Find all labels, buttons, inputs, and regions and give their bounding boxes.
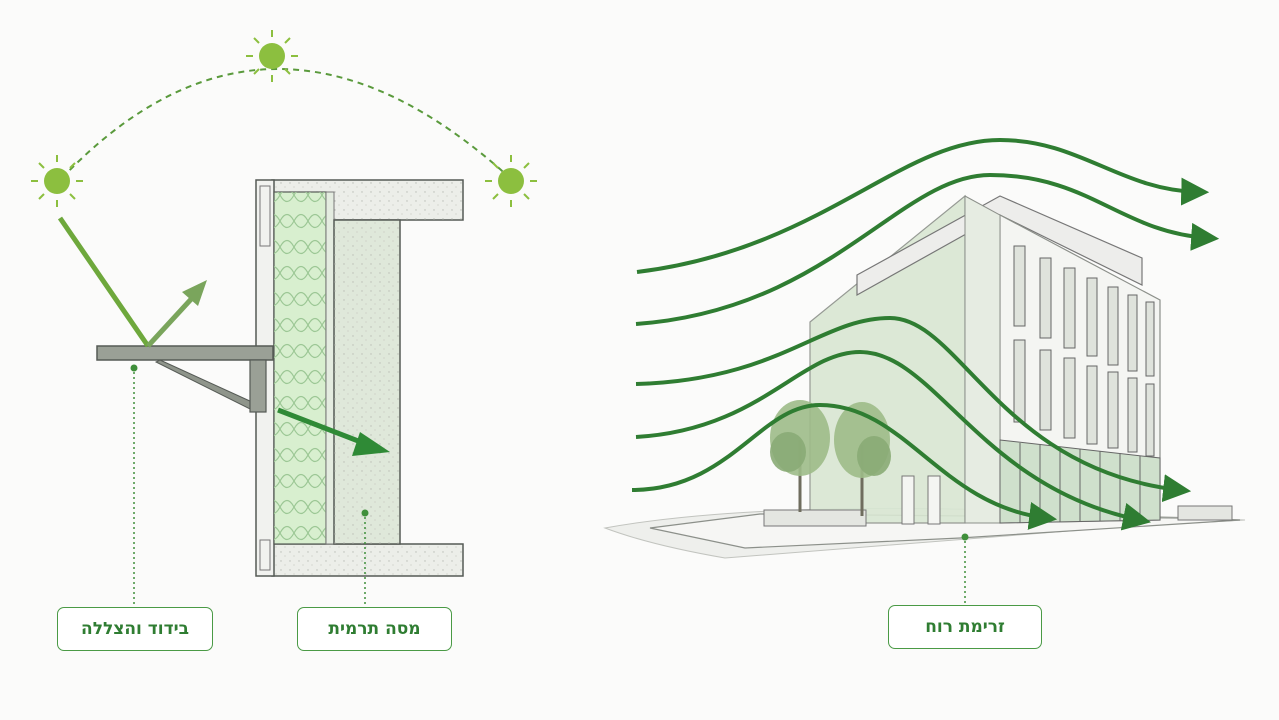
sun-icon (31, 155, 83, 207)
label-insulation-shading: בידוד והצללה (57, 607, 213, 651)
label-thermal-mass: מסה תרמית (297, 607, 452, 651)
leader-line-wind (961, 533, 969, 604)
leader-line-mass (361, 509, 369, 605)
building-illustration (763, 194, 1233, 527)
wind-arrow-icon (631, 402, 1058, 530)
solar-ray (57, 216, 151, 348)
shading-overhang (96, 345, 274, 413)
wind-arrow-icon (635, 315, 1192, 503)
tree-icon (770, 400, 830, 512)
wind-arrow-icon (635, 172, 1220, 326)
sun-icon (485, 155, 537, 207)
wall-section (255, 179, 464, 577)
sun-path (61, 68, 511, 179)
sun-icon (246, 30, 298, 82)
reflected-ray-arrow-icon (146, 280, 207, 348)
wind-arrow-icon (635, 349, 1151, 531)
leader-line-insulation (130, 364, 138, 605)
heat-transfer-arrow-icon (277, 407, 390, 456)
wind-arrow-icon (636, 137, 1210, 274)
label-wind-flow: זרימת רוח (888, 605, 1042, 649)
